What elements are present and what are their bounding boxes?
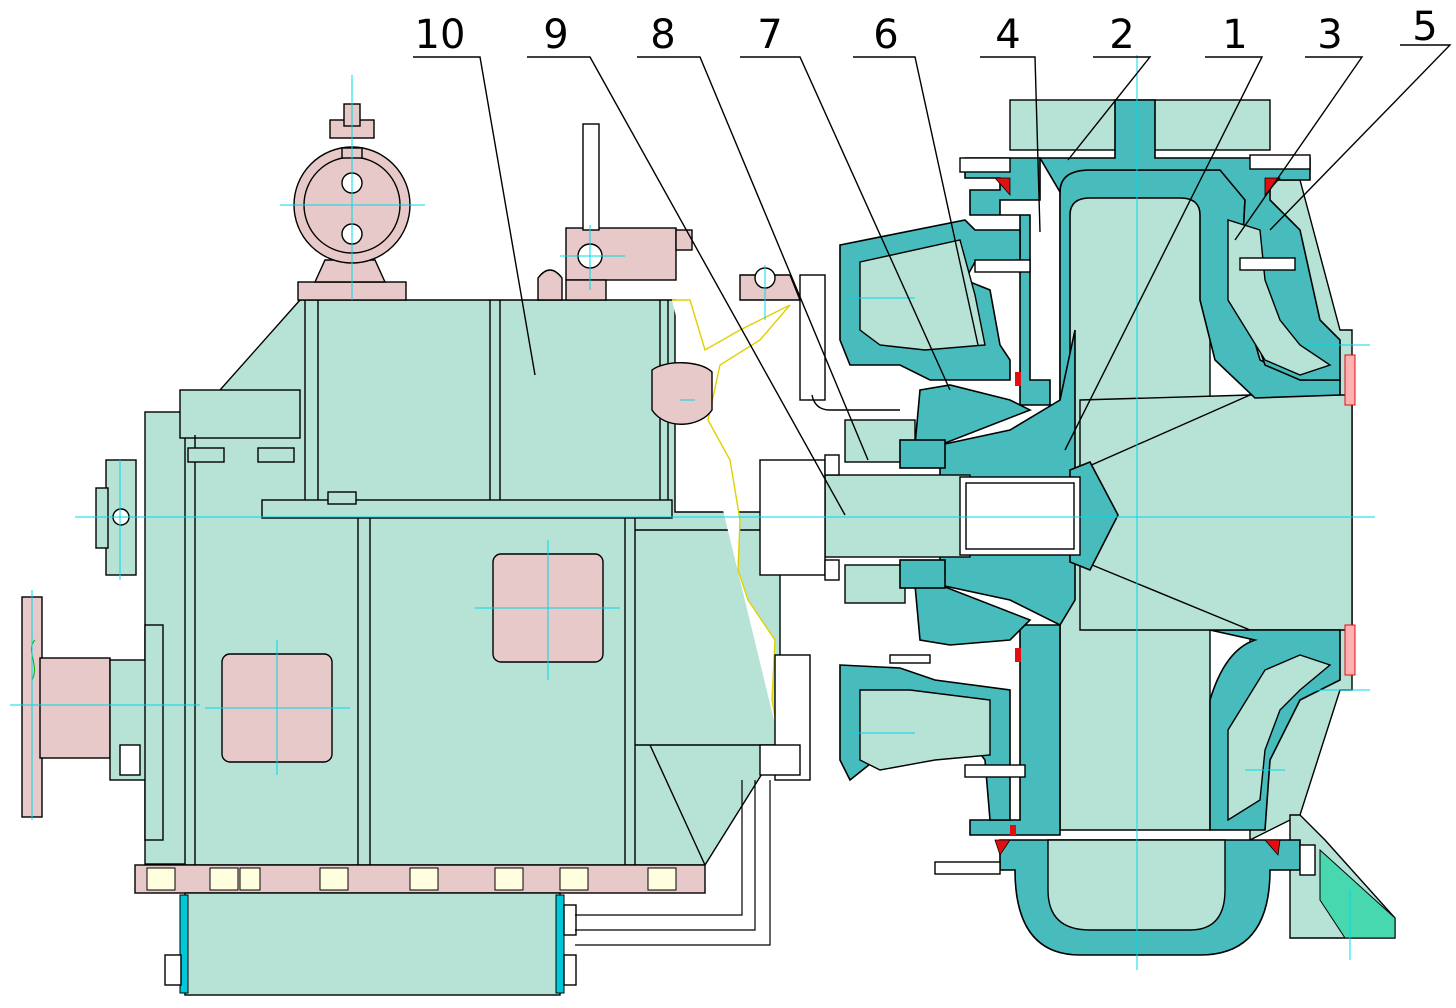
- shift-lever-bracket: [537, 123, 802, 301]
- callout-4: 4: [995, 12, 1020, 58]
- callout-9: 9: [543, 12, 568, 58]
- input-coupling: [21, 596, 164, 841]
- gearbox-housing: [95, 299, 811, 866]
- base-plate: [134, 864, 706, 894]
- callout-8: 8: [650, 12, 675, 58]
- leader-lines: [413, 44, 1452, 516]
- oil-sump: [164, 780, 771, 996]
- callout-labels: 10 9 8 7 6 4 2 1 3 5: [415, 4, 1438, 58]
- callout-2: 2: [1109, 12, 1134, 58]
- centerlines: [10, 55, 1375, 970]
- callout-3: 3: [1317, 12, 1342, 58]
- callout-6: 6: [873, 12, 898, 58]
- fasteners: [889, 154, 1316, 876]
- callout-5: 5: [1412, 4, 1437, 50]
- callout-1: 1: [1222, 12, 1247, 58]
- callout-7: 7: [757, 12, 782, 58]
- bearing-frame: [839, 219, 1032, 821]
- callout-10: 10: [415, 12, 466, 58]
- seal-rings: [994, 177, 1356, 856]
- shaft-assembly: [759, 274, 1081, 604]
